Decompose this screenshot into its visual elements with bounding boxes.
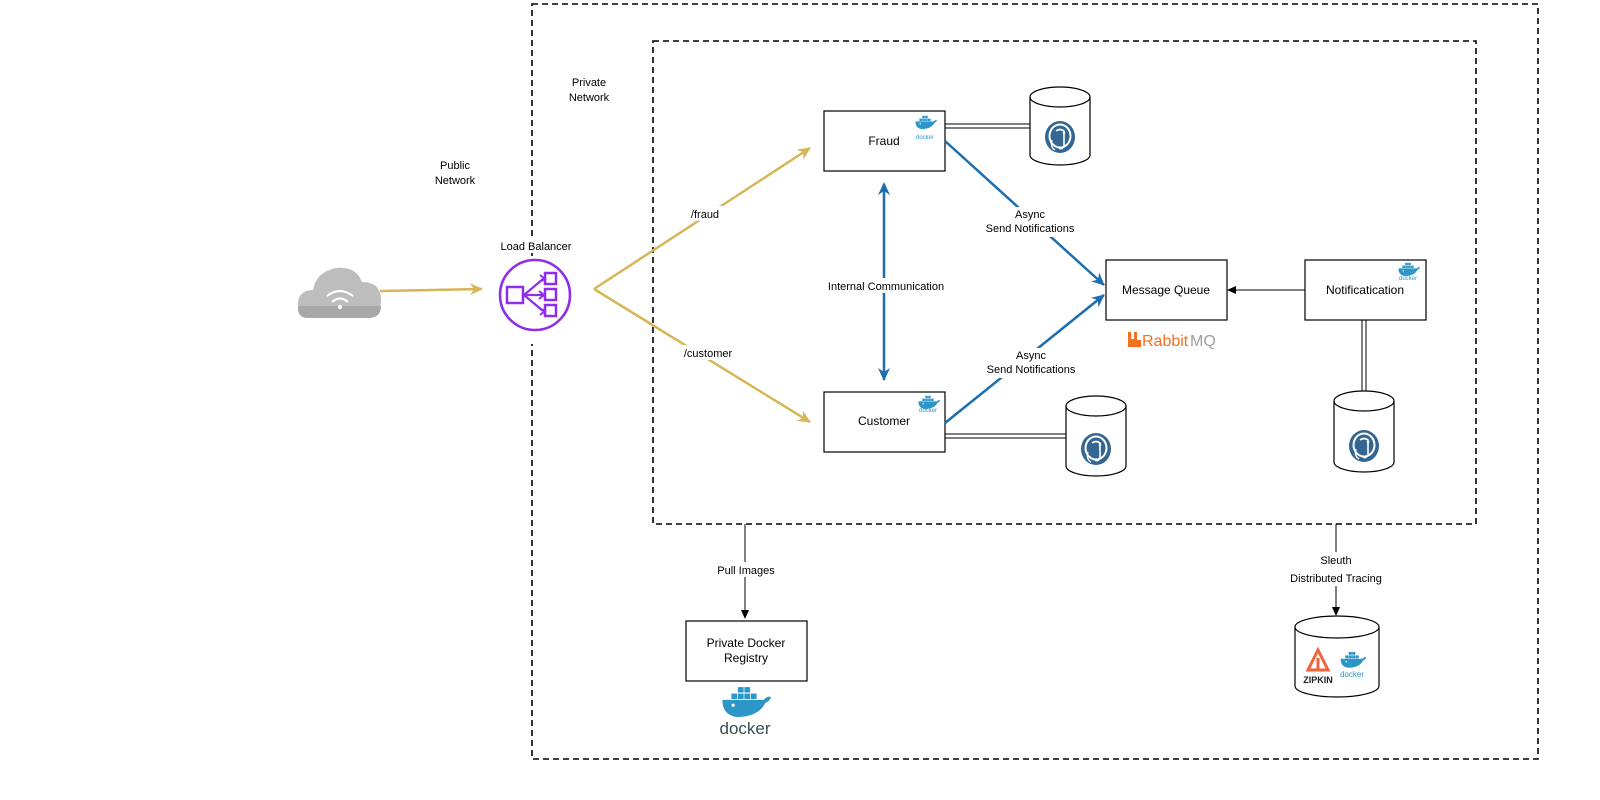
postgres-icon <box>1080 432 1112 466</box>
customer-service-label: Customer <box>858 414 910 428</box>
load-balancer-icon <box>498 258 572 332</box>
route-customer-label: /customer <box>684 348 733 360</box>
private-network-label-1: Private <box>572 77 606 89</box>
docker-logo-text: docker <box>719 719 770 738</box>
fraud-database <box>1029 86 1091 166</box>
docker-small-label: docker <box>916 135 934 141</box>
docker-registry-box[interactable] <box>685 620 808 682</box>
async-bottom-label-2: Send Notifications <box>987 364 1076 376</box>
private-network-boundary <box>531 3 1539 760</box>
async-top-label-2: Send Notifications <box>986 223 1075 235</box>
public-network-label-1: Public <box>440 160 470 172</box>
sleuth-label-1: Sleuth <box>1320 555 1351 567</box>
docker-registry-label-1: Private Docker <box>707 636 786 650</box>
route-fraud-label: /fraud <box>691 209 719 221</box>
pull-images-label: Pull Images <box>717 565 775 577</box>
cloud-icon <box>297 267 381 318</box>
zipkin-database: ZIPKIN docker <box>1294 615 1380 698</box>
zipkin-docker-text: docker <box>1340 670 1364 679</box>
docker-small-label: docker <box>1399 276 1417 282</box>
docker-small-label: docker <box>919 408 937 414</box>
load-balancer-label: Load Balancer <box>501 241 572 253</box>
cluster-boundary <box>652 40 1477 525</box>
zipkin-logo: ZIPKIN <box>1303 646 1333 685</box>
async-top-label-1: Async <box>1015 209 1045 221</box>
private-network-label-2: Network <box>569 92 610 104</box>
sleuth-label-2: Distributed Tracing <box>1290 573 1382 585</box>
notification-service-label: Notificatication <box>1326 283 1404 297</box>
notification-database <box>1333 390 1395 473</box>
public-network-label-2: Network <box>435 175 476 187</box>
zipkin-text: ZIPKIN <box>1303 675 1333 685</box>
async-bottom-label-1: Async <box>1016 350 1046 362</box>
customer-database <box>1065 395 1127 477</box>
rabbitmq-suffix: MQ <box>1190 333 1216 350</box>
internet-to-lb-arrow <box>379 283 483 296</box>
docker-registry-label-2: Registry <box>724 651 768 665</box>
fraud-service-label: Fraud <box>868 134 899 148</box>
message-queue-label: Message Queue <box>1122 283 1210 297</box>
rabbitmq-text: Rabbit <box>1142 333 1189 350</box>
internal-communication-label: Internal Communication <box>828 281 944 293</box>
docker-whale-icon <box>722 687 771 717</box>
postgres-icon <box>1044 120 1076 154</box>
rabbitmq-logo: Rabbit MQ <box>1128 332 1216 350</box>
message-queue-box[interactable] <box>1105 259 1228 321</box>
postgres-icon <box>1348 429 1380 463</box>
